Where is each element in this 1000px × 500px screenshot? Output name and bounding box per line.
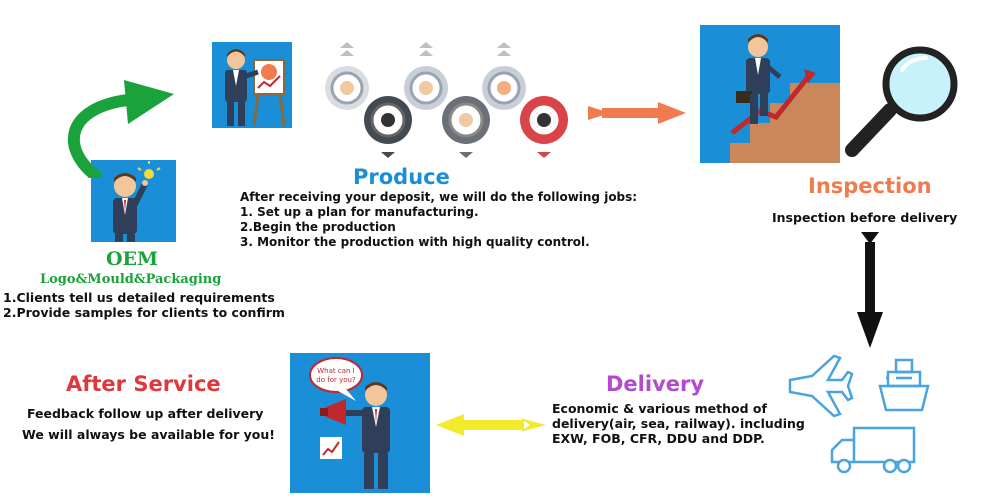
- presentation-board-icon: [252, 59, 286, 127]
- delivery-line: EXW, FOB, CFR, DDU and DDP.: [552, 431, 765, 446]
- bubble-line: do for you?: [316, 376, 356, 384]
- right-arrow-icon: [588, 102, 686, 124]
- production-gears-graphic: [325, 42, 568, 158]
- gear-icon: [442, 96, 490, 144]
- gear-icon: [482, 66, 526, 110]
- inspection-text: Inspection before delivery: [772, 210, 958, 225]
- after-service-description: Feedback follow up after delivery We wil…: [22, 403, 275, 445]
- speech-bubble-icon: What can I do for you?: [309, 357, 363, 401]
- curved-arrow-icon: [67, 80, 174, 178]
- delivery-line: Economic & various method of: [552, 401, 767, 416]
- oem-line: 1.Clients tell us detailed requirements: [3, 290, 275, 305]
- ship-icon: [878, 358, 930, 412]
- oem-line: 2.Provide samples for clients to confirm: [3, 305, 285, 320]
- oem-subtitle: Logo&Mould&Packaging: [40, 272, 222, 287]
- after-service-line: We will always be available for you!: [22, 427, 275, 442]
- produce-title: Produce: [353, 165, 450, 189]
- gear-icon: [520, 96, 568, 144]
- delivery-icons: [788, 354, 930, 474]
- inspection-illustration: [700, 25, 840, 163]
- oem-description: 1.Clients tell us detailed requirements …: [3, 290, 285, 320]
- airplane-icon: [788, 354, 854, 418]
- delivery-title: Delivery: [606, 372, 705, 396]
- megaphone-icon: [320, 399, 346, 425]
- gear-icon: [364, 96, 412, 144]
- produce-line: 3. Monitor the production with high qual…: [240, 235, 590, 249]
- magnifier-icon: [845, 46, 958, 157]
- down-arrow-icon: [857, 232, 883, 348]
- produce-line: 1. Set up a plan for manufacturing.: [240, 205, 479, 219]
- oem-illustration: [91, 160, 176, 242]
- delivery-description: Economic & various method of delivery(ai…: [552, 401, 805, 446]
- left-arrow-icon: [436, 414, 546, 436]
- stairs-icon: [730, 83, 840, 163]
- oem-title: OEM: [106, 248, 159, 270]
- inspection-title: Inspection: [808, 174, 932, 198]
- produce-intro: After receiving your deposit, we will do…: [240, 190, 638, 204]
- after-service-title: After Service: [66, 372, 221, 396]
- after-service-illustration: What can I do for you?: [290, 353, 430, 493]
- delivery-line: delivery(air, sea, railway). including: [552, 416, 805, 431]
- bubble-line: What can I: [317, 367, 354, 375]
- produce-description: After receiving your deposit, we will do…: [240, 190, 637, 250]
- truck-icon: [830, 426, 916, 474]
- presenter-illustration: [212, 42, 292, 128]
- gear-icon: [404, 66, 448, 110]
- chart-icon: [320, 437, 342, 459]
- produce-line: 2.Begin the production: [240, 220, 396, 234]
- lightbulb-icon: [137, 161, 161, 179]
- gear-icon: [325, 66, 369, 110]
- after-service-line: Feedback follow up after delivery: [27, 406, 264, 421]
